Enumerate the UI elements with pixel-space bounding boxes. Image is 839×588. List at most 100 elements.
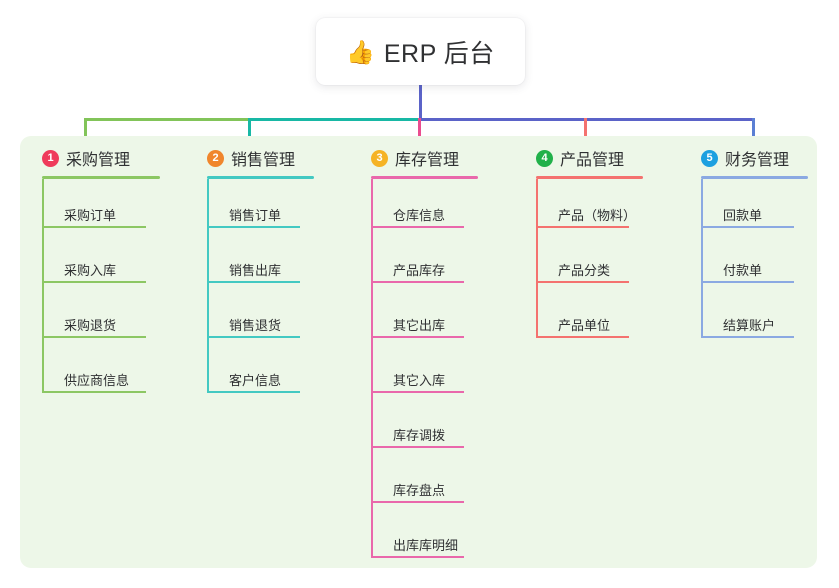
- leaf-label: 付款单: [723, 263, 763, 278]
- leaf-item[interactable]: 客户信息: [207, 344, 314, 399]
- leaf-item[interactable]: 销售订单: [207, 179, 314, 234]
- leaf-label: 采购退货: [64, 318, 117, 333]
- leaf-item[interactable]: 回款单: [701, 179, 808, 234]
- branch-title: 采购管理: [66, 152, 131, 169]
- leaf-item[interactable]: 库存盘点: [371, 454, 478, 509]
- leaf-rule: [701, 281, 794, 283]
- leaf-item[interactable]: 产品库存: [371, 234, 478, 289]
- branch-column-3: 3 库存管理仓库信息产品库存其它出库其它入库库存调拨库存盘点出库库明细: [371, 145, 478, 564]
- leaf-rule: [701, 336, 794, 338]
- leaf-rule: [701, 226, 794, 228]
- branch-title: 库存管理: [395, 152, 460, 169]
- leaf-label: 结算账户: [723, 318, 776, 333]
- leaf-item[interactable]: 采购入库: [42, 234, 160, 289]
- leaf-rule: [42, 391, 146, 393]
- leaf-label: 其它入库: [393, 373, 446, 388]
- branch-title: 销售管理: [231, 152, 296, 169]
- leaf-item[interactable]: 采购订单: [42, 179, 160, 234]
- leaf-item[interactable]: 仓库信息: [371, 179, 478, 234]
- branch-badge-icon: 1: [42, 149, 59, 167]
- branch-title: 产品管理: [560, 152, 625, 169]
- branch-header-1[interactable]: 1 采购管理: [42, 145, 160, 171]
- leaf-label: 产品单位: [558, 318, 611, 333]
- root-node[interactable]: 👍 ERP 后台: [316, 18, 525, 85]
- leaf-rule: [371, 336, 464, 338]
- leaf-label: 销售订单: [229, 208, 282, 223]
- leaf-label: 供应商信息: [64, 373, 130, 388]
- leaf-rule: [207, 281, 300, 283]
- leaf-item[interactable]: 供应商信息: [42, 344, 160, 399]
- branch-badge-icon: 3: [371, 149, 388, 167]
- leaf-label: 销售退货: [229, 318, 282, 333]
- leaf-item[interactable]: 产品分类: [536, 234, 643, 289]
- leaf-rule: [207, 391, 300, 393]
- branch-spine: [701, 179, 703, 338]
- branch-header-rule: [701, 176, 808, 179]
- leaf-label: 销售出库: [229, 263, 282, 278]
- leaf-rule: [42, 336, 146, 338]
- leaf-list: 采购订单采购入库采购退货供应商信息: [42, 179, 160, 399]
- leaf-list: 仓库信息产品库存其它出库其它入库库存调拨库存盘点出库库明细: [371, 179, 478, 564]
- branch-panel: [20, 136, 817, 568]
- leaf-label: 库存盘点: [393, 483, 446, 498]
- leaf-item[interactable]: 库存调拨: [371, 399, 478, 454]
- leaf-rule: [207, 226, 300, 228]
- leaf-rule: [371, 501, 464, 503]
- leaf-label: 产品分类: [558, 263, 611, 278]
- branch-column-2: 2 销售管理销售订单销售出库销售退货客户信息: [207, 145, 314, 399]
- leaf-item[interactable]: 销售出库: [207, 234, 314, 289]
- leaf-rule: [371, 226, 464, 228]
- leaf-rule: [42, 281, 146, 283]
- branch-badge-icon: 2: [207, 149, 224, 167]
- leaf-item[interactable]: 销售退货: [207, 289, 314, 344]
- leaf-rule: [42, 226, 146, 228]
- root-title: ERP 后台: [383, 39, 495, 68]
- branch-column-1: 1 采购管理采购订单采购入库采购退货供应商信息: [42, 145, 160, 399]
- branch-spine: [42, 179, 44, 393]
- branch-badge-icon: 5: [701, 149, 718, 167]
- branch-header-5[interactable]: 5 财务管理: [701, 145, 808, 171]
- leaf-label: 回款单: [723, 208, 763, 223]
- leaf-label: 库存调拨: [393, 428, 446, 443]
- leaf-list: 回款单付款单结算账户: [701, 179, 808, 344]
- leaf-item[interactable]: 付款单: [701, 234, 808, 289]
- leaf-label: 其它出库: [393, 318, 446, 333]
- branch-spine: [207, 179, 209, 393]
- branch-title: 财务管理: [725, 152, 790, 169]
- leaf-item[interactable]: 出库库明细: [371, 509, 478, 564]
- leaf-item[interactable]: 采购退货: [42, 289, 160, 344]
- branch-header-rule: [371, 176, 478, 179]
- leaf-label: 采购订单: [64, 208, 117, 223]
- branch-header-2[interactable]: 2 销售管理: [207, 145, 314, 171]
- thumbs-up-icon: 👍: [346, 38, 375, 65]
- branch-header-rule: [207, 176, 314, 179]
- branch-column-5: 5 财务管理回款单付款单结算账户: [701, 145, 808, 344]
- branch-header-4[interactable]: 4 产品管理: [536, 145, 643, 171]
- branch-column-4: 4 产品管理产品（物料） 产品分类产品单位: [536, 145, 643, 344]
- leaf-label: 出库库明细: [393, 538, 459, 553]
- leaf-list: 产品（物料） 产品分类产品单位: [536, 179, 643, 344]
- leaf-list: 销售订单销售出库销售退货客户信息: [207, 179, 314, 399]
- branch-header-rule: [536, 176, 643, 179]
- leaf-item[interactable]: 其它入库: [371, 344, 478, 399]
- branch-header-rule: [42, 176, 160, 179]
- leaf-item[interactable]: 其它出库: [371, 289, 478, 344]
- leaf-rule: [536, 336, 629, 338]
- branch-badge-icon: 4: [536, 149, 553, 167]
- leaf-item[interactable]: 结算账户: [701, 289, 808, 344]
- branch-spine: [371, 179, 373, 558]
- leaf-label: 产品（物料）: [558, 208, 637, 223]
- leaf-label: 仓库信息: [393, 208, 446, 223]
- branch-header-3[interactable]: 3 库存管理: [371, 145, 478, 171]
- leaf-item[interactable]: 产品（物料）: [536, 179, 643, 234]
- leaf-rule: [536, 226, 629, 228]
- leaf-rule: [207, 336, 300, 338]
- leaf-item[interactable]: 产品单位: [536, 289, 643, 344]
- leaf-rule: [536, 281, 629, 283]
- leaf-rule: [371, 556, 464, 558]
- branch-spine: [536, 179, 538, 338]
- leaf-label: 采购入库: [64, 263, 117, 278]
- leaf-label: 产品库存: [393, 263, 446, 278]
- leaf-label: 客户信息: [229, 373, 282, 388]
